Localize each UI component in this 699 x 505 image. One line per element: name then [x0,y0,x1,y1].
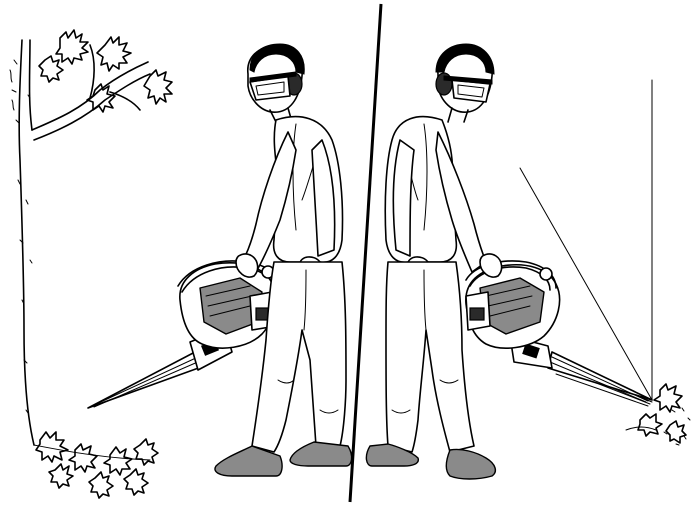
operator-icon [215,44,352,476]
right-panel [366,44,690,479]
leaf-blower-icon [88,261,276,408]
operator-icon [366,44,501,479]
leaf-blower-icon [466,261,652,402]
tree-icon [10,30,172,498]
panel-divider [350,4,381,502]
left-panel [10,30,352,498]
